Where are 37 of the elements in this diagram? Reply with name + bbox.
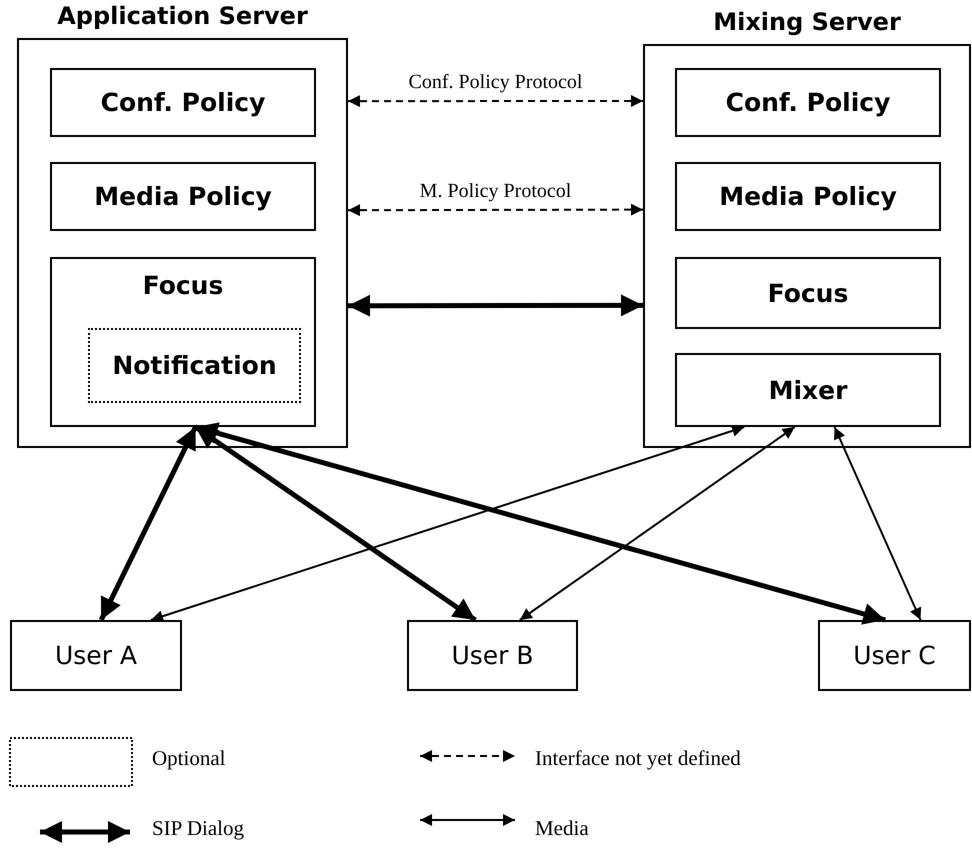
box-label: Mixer (768, 376, 848, 404)
component-box (675, 162, 941, 231)
arrow (150, 425, 744, 622)
component-box (675, 68, 941, 137)
user-box (10, 620, 182, 691)
arrow (519, 426, 796, 621)
box-label: User B (451, 641, 534, 670)
box-label: Focus (768, 278, 848, 308)
box-label: Conf. Policy (726, 88, 890, 117)
box-label: Media Policy (719, 182, 897, 211)
user-box (407, 620, 578, 691)
legend-label: Optional (152, 746, 226, 771)
component-box (50, 162, 316, 231)
legend-label: Media (535, 816, 589, 841)
box-label: Conf. Policy (100, 88, 266, 117)
component-box (675, 353, 941, 427)
component-box (50, 257, 316, 427)
arrow (348, 294, 643, 317)
arrow (834, 426, 922, 620)
arrow (348, 94, 643, 108)
arrow (348, 204, 643, 216)
component-box (50, 68, 316, 137)
box-label: User A (54, 641, 138, 670)
optional-box (88, 328, 301, 403)
box-label: Focus (142, 271, 224, 300)
component-box (675, 257, 941, 329)
server-heading: Application Server (56, 2, 309, 30)
legend-label: Interface not yet defined (535, 746, 741, 771)
box-label: Media Policy (94, 182, 272, 211)
server-heading: Mixing Server (712, 8, 902, 36)
box-label: Notification (112, 351, 277, 380)
user-box (818, 620, 971, 691)
legend-label: SIP Dialog (152, 816, 244, 841)
arrow (98, 426, 198, 622)
edge-label: Conf. Policy Protocol (406, 71, 584, 94)
arrow (194, 422, 886, 625)
box-label: User C (853, 641, 936, 670)
